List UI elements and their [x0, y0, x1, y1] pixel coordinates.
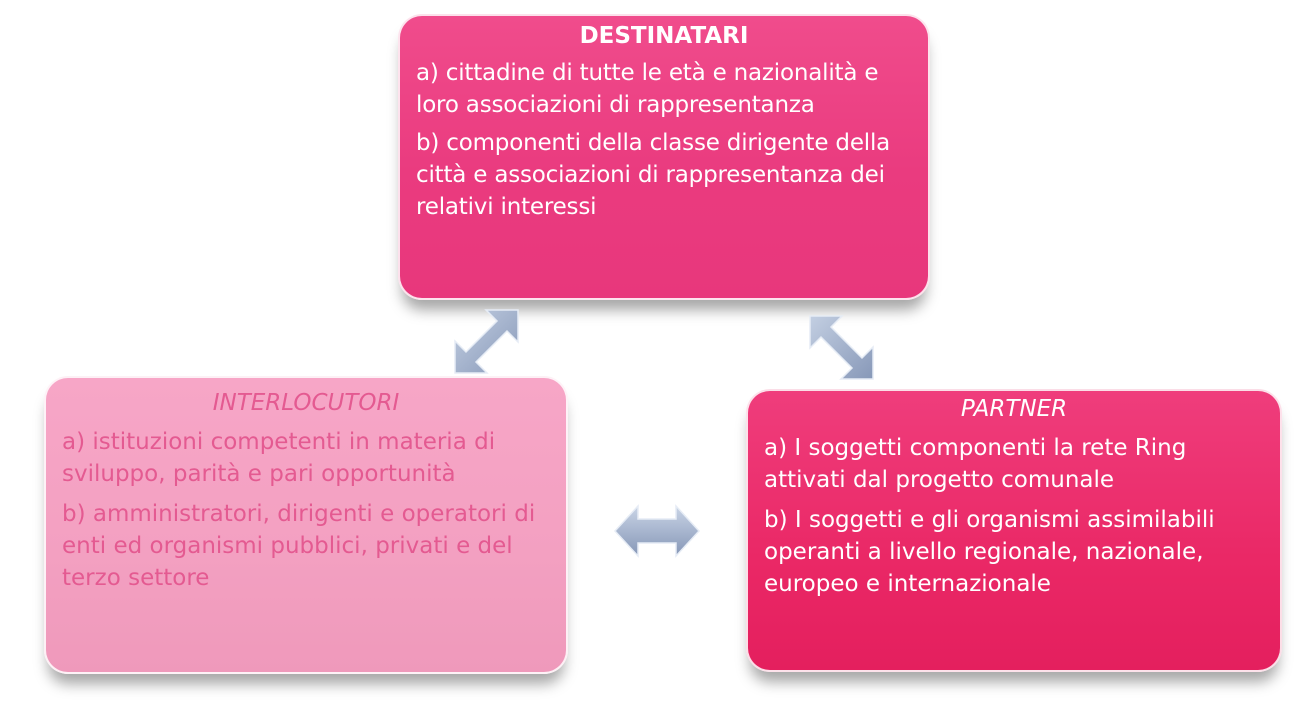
destinatari-item-b: b) componenti della classe dirigente del… — [416, 130, 891, 220]
partner-box: PARTNER a) I soggetti componenti la rete… — [746, 389, 1282, 672]
interlocutori-title: INTERLOCUTORI — [212, 390, 400, 416]
interlocutori-box: INTERLOCUTORI a) istituzioni competenti … — [44, 376, 568, 674]
partner-item-a: a) I soggetti componenti la rete Ring at… — [764, 435, 1187, 493]
destinatari-title: DESTINATARI — [579, 23, 749, 49]
destinatari-box: DESTINATARI a) cittadine di tutte le età… — [398, 14, 930, 300]
destinatari-item-a: a) cittadine di tutte le età e nazionali… — [416, 60, 879, 118]
double-arrow-diagonal-left-icon — [454, 309, 519, 374]
partner-item-b: b) I soggetti e gli organismi assimilabi… — [764, 507, 1215, 597]
partner-title: PARTNER — [960, 396, 1068, 422]
interlocutori-item-a: a) istituzioni competenti in materia di … — [62, 429, 496, 487]
double-arrow-horizontal-icon — [613, 504, 701, 558]
double-arrow-diagonal-right-icon — [809, 315, 874, 380]
interlocutori-item-b: b) amministratori, dirigenti e operatori… — [62, 501, 536, 591]
